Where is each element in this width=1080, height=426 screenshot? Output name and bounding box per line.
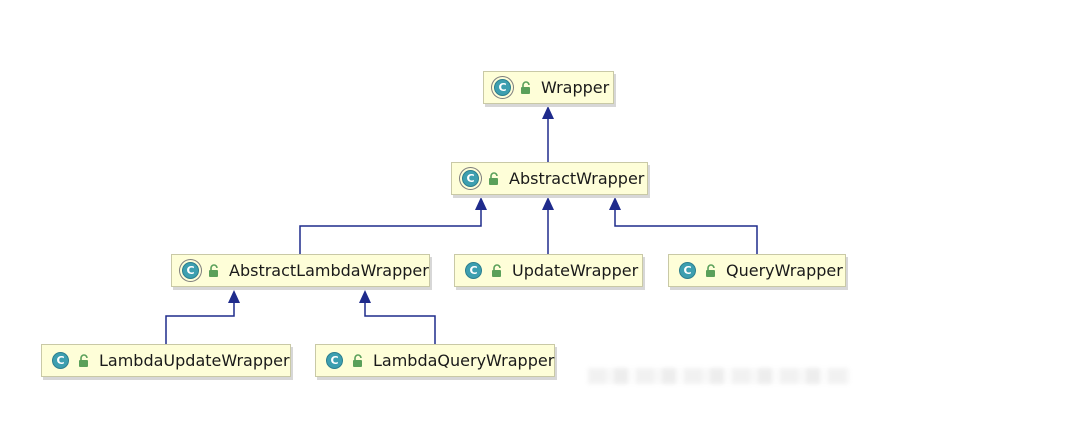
class-name: AbstractLambdaWrapper	[229, 261, 429, 280]
public-visibility-icon	[489, 171, 498, 185]
class-name: UpdateWrapper	[512, 261, 639, 280]
public-visibility-icon	[79, 353, 88, 367]
arrowhead-abstractwrapper-right	[609, 197, 621, 210]
arrowhead-abstractwrapper-left	[475, 197, 487, 210]
class-name: LambdaUpdateWrapper	[99, 351, 290, 370]
class-icon: C	[679, 262, 696, 279]
public-visibility-icon	[521, 80, 530, 94]
edge-querywrapper-to-abstractwrapper	[614, 208, 758, 254]
class-icon: C	[182, 262, 199, 279]
class-icon: C	[52, 352, 69, 369]
class-name: QueryWrapper	[726, 261, 843, 280]
class-name: AbstractWrapper	[509, 169, 645, 188]
arrowhead-wrapper	[542, 106, 554, 119]
arrowhead-abstractlambdawrapper-left	[228, 290, 240, 303]
class-node-querywrapper[interactable]: C QueryWrapper	[668, 254, 846, 287]
class-node-lambdaquerywrapper[interactable]: C LambdaQueryWrapper	[315, 344, 555, 377]
arrowhead-abstractwrapper-center	[542, 197, 554, 210]
edge-lambdaupdatewrapper-to-abstractlambdawrapper	[165, 301, 235, 344]
class-node-abstractwrapper[interactable]: C AbstractWrapper	[451, 162, 648, 195]
class-node-updatewrapper[interactable]: C UpdateWrapper	[454, 254, 643, 287]
public-visibility-icon	[353, 353, 362, 367]
class-icon: C	[494, 79, 511, 96]
class-icon: C	[326, 352, 343, 369]
arrowhead-abstractlambdawrapper-right	[359, 290, 371, 303]
class-node-wrapper[interactable]: C Wrapper	[483, 71, 614, 104]
blurred-watermark	[588, 368, 850, 384]
class-name: LambdaQueryWrapper	[373, 351, 555, 370]
class-node-lambdaupdatewrapper[interactable]: C LambdaUpdateWrapper	[41, 344, 291, 377]
public-visibility-icon	[706, 263, 715, 277]
public-visibility-icon	[209, 263, 218, 277]
edge-abstractlambdawrapper-to-abstractwrapper	[299, 208, 482, 254]
class-icon: C	[462, 170, 479, 187]
edge-lambdaquerywrapper-to-abstractlambdawrapper	[364, 301, 436, 344]
class-icon: C	[465, 262, 482, 279]
public-visibility-icon	[492, 263, 501, 277]
class-name: Wrapper	[541, 78, 610, 97]
class-node-abstractlambdawrapper[interactable]: C AbstractLambdaWrapper	[171, 254, 430, 287]
